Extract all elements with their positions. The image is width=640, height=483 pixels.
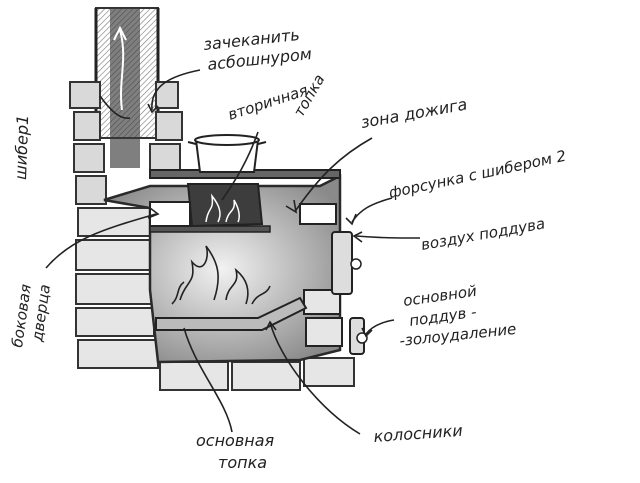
label-grates: колосники xyxy=(373,421,463,446)
label-main-firebox-2: топка xyxy=(218,453,267,472)
label-afterburn-zone: зона дожига xyxy=(359,95,468,132)
label-main-firebox-1: основная xyxy=(196,431,275,450)
upper-brickwork xyxy=(69,81,183,205)
secondary-flame xyxy=(205,193,240,223)
label-nozzle: форсунка с шибером 2 xyxy=(387,147,568,202)
label-air: воздух поддува xyxy=(420,214,547,254)
main-flame xyxy=(171,245,271,305)
label-damper1: шибер1 xyxy=(11,114,32,180)
arrow-heads xyxy=(147,103,373,338)
chimney xyxy=(94,7,160,168)
stove-body xyxy=(103,169,368,364)
pot-icon xyxy=(187,134,267,173)
